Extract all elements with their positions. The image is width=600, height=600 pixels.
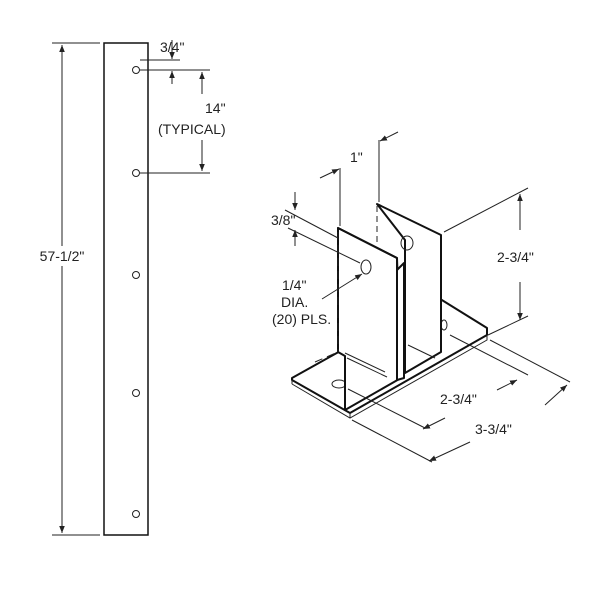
edge-offset-label: 3/4" [160,39,184,55]
hole-dia-label: DIA. [281,294,308,310]
mounting-strip [103,42,149,536]
hole [132,66,140,74]
hole-callout: 1/4" DIA. (20) PLS. [272,273,363,327]
spacing-note: (TYPICAL) [158,121,226,137]
hole [400,235,414,251]
hole-size-label: 1/4" [282,277,306,293]
length-dimension: 57-1/2" [22,42,102,536]
gap-dimension: 1" [319,131,399,226]
hole [132,510,140,518]
hole [132,169,140,177]
hole [360,259,372,275]
spacing-dimension: 14" (TYPICAL) [140,72,226,174]
height-label: 2-3/4" [497,249,534,265]
edge-offset-dimension: 3/4" [140,39,210,84]
hole [132,271,140,279]
depth-label: 2-3/4" [440,391,477,407]
depth-dimension: 2-3/4" [347,334,529,430]
gap-label: 1" [350,149,363,165]
bracket [291,203,488,419]
hole-offset-dimension: 3/8" [271,192,361,264]
hole [132,389,140,397]
base-label: 3-3/4" [475,421,512,437]
base-dimension: 3-3/4" [351,339,571,463]
height-dimension: 2-3/4" [443,187,534,336]
length-label: 57-1/2" [40,248,85,264]
hole-offset-label: 3/8" [271,212,295,228]
hole-count-label: (20) PLS. [272,311,331,327]
spacing-label: 14" [205,100,226,116]
